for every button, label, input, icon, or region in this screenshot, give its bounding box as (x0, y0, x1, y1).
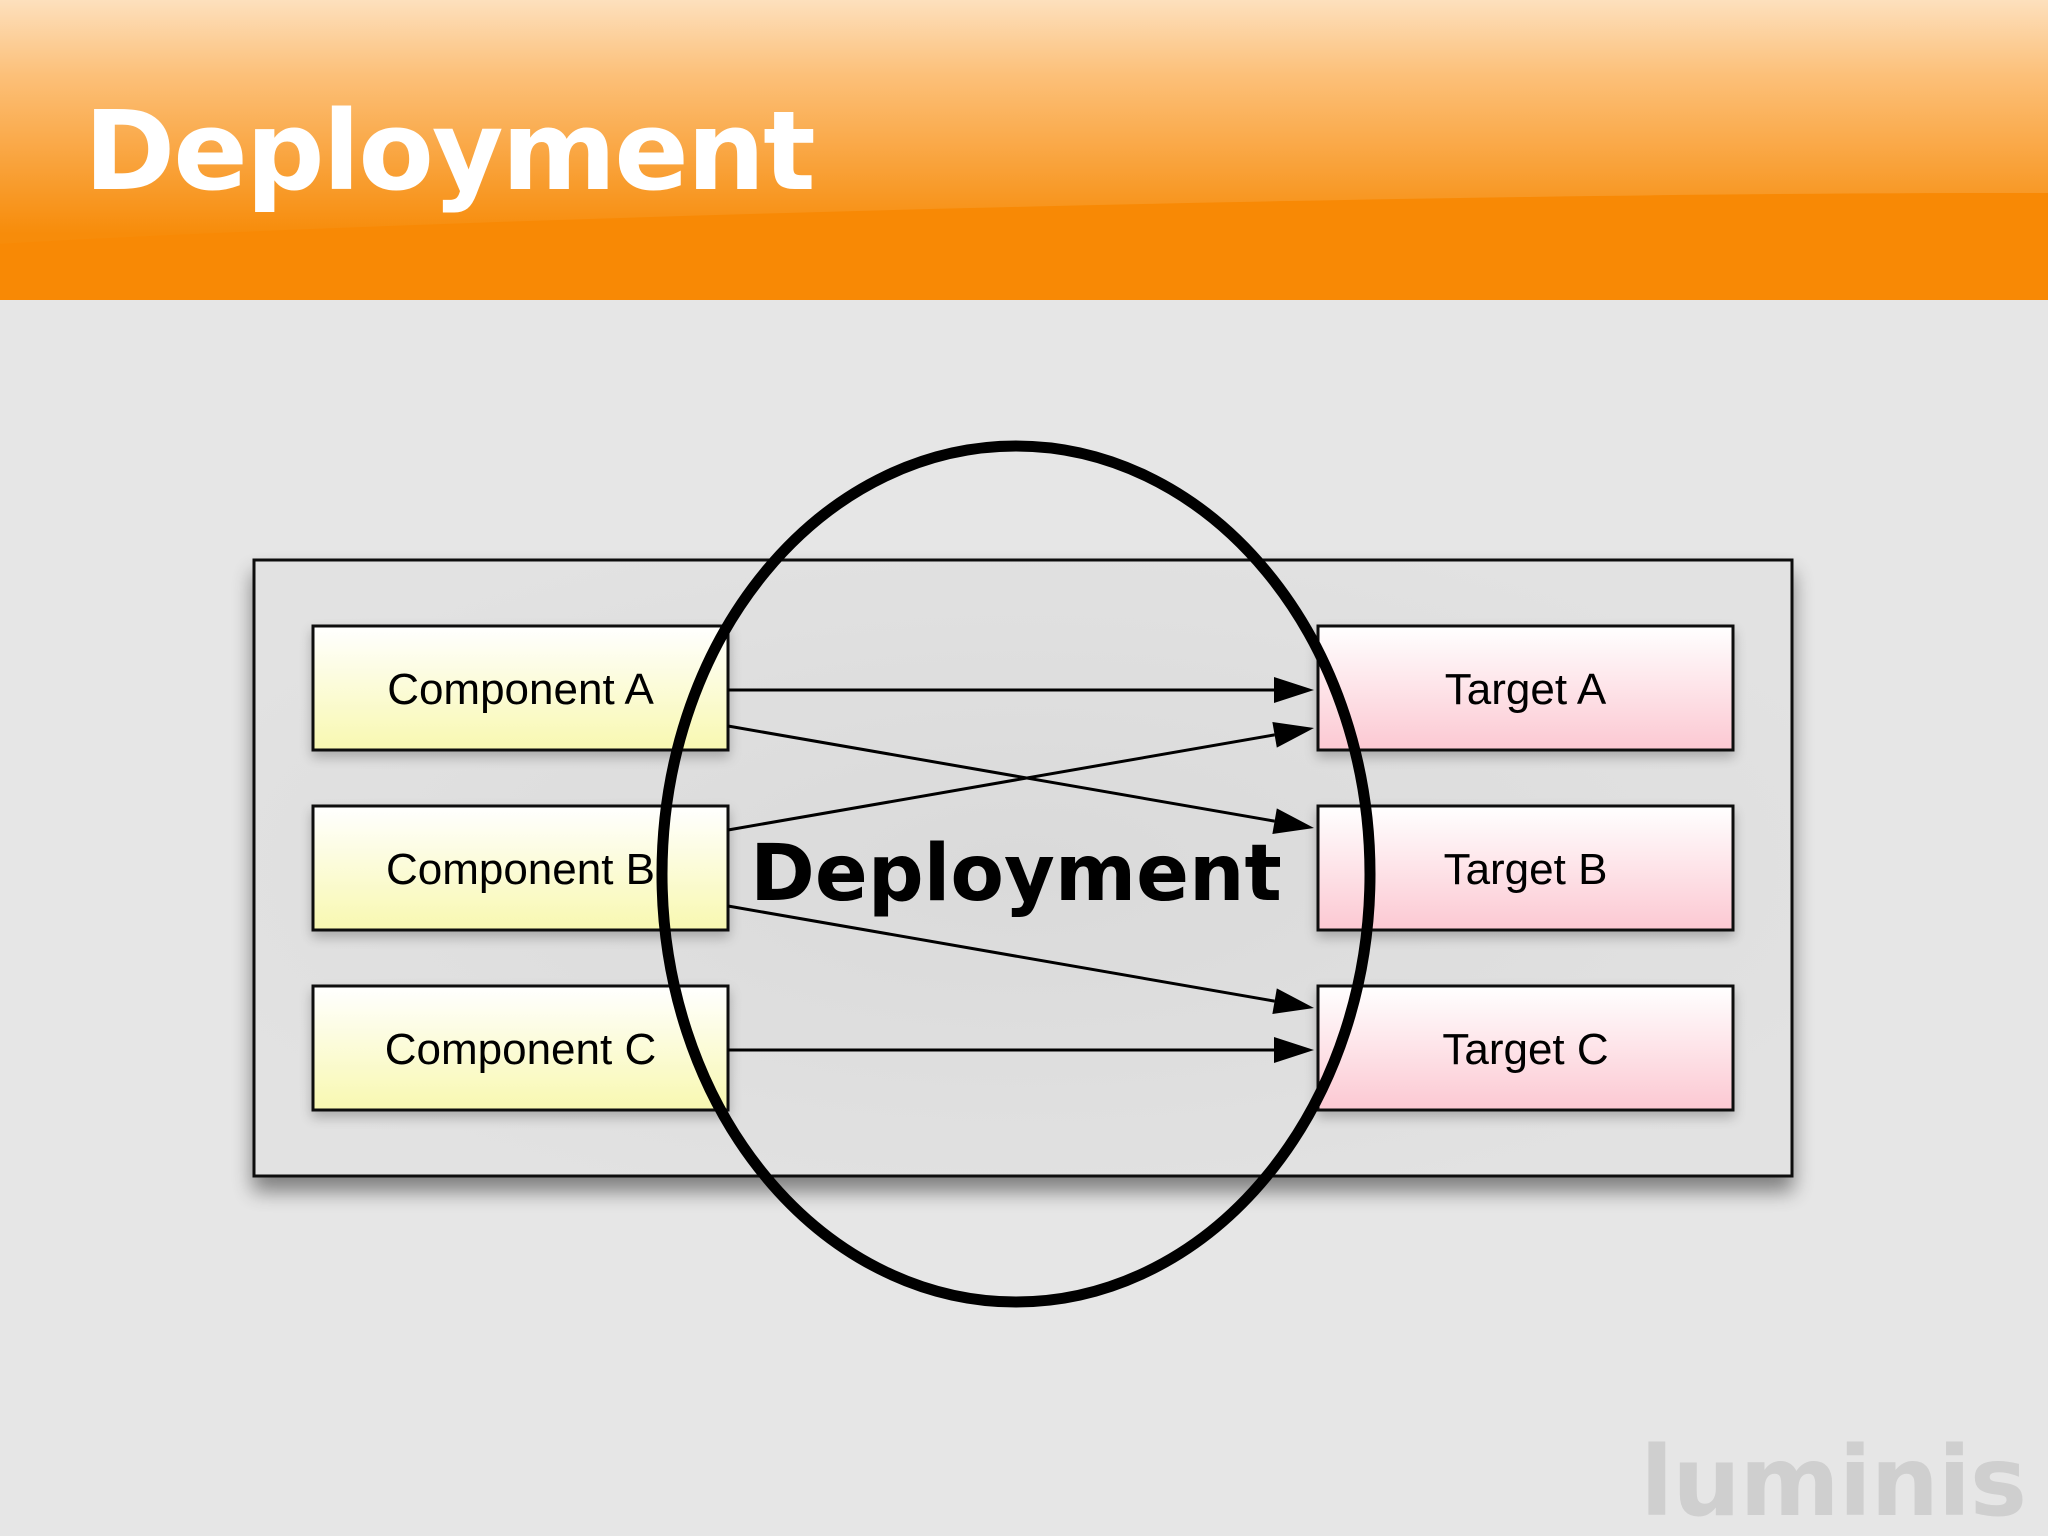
component-a-box-rect (311, 624, 730, 752)
arrow-component-a-to-target-b (727, 724, 1314, 834)
arrow-line (727, 724, 1275, 823)
header-band: Deployment (0, 0, 2048, 300)
component-a-box: Component A (311, 624, 730, 752)
arrowhead-icon (1272, 988, 1314, 1014)
deployment-center-label: Deployment (750, 829, 1282, 919)
target-a-box: Target A (1316, 624, 1735, 752)
target-b-box-rect (1316, 804, 1735, 932)
component-c-box-label: Component C (385, 1025, 656, 1074)
component-c-box: Component C (311, 984, 730, 1112)
target-a-box-rect (1316, 624, 1735, 752)
arrow-component-b-to-target-a (727, 722, 1314, 832)
arrowhead-icon (1272, 722, 1314, 748)
arrow-line (727, 733, 1275, 832)
deployment-ellipse (656, 440, 1376, 1308)
arrowhead-icon (1274, 1037, 1314, 1063)
arrow-component-a-to-target-a (728, 677, 1314, 703)
arrow-component-c-to-target-c (728, 1037, 1314, 1063)
luminis-logo: luminis (1640, 1426, 2027, 1536)
arrow-line (727, 904, 1275, 1003)
arrowhead-icon (1274, 677, 1314, 703)
target-b-box: Target B (1316, 804, 1735, 932)
slide-title: Deployment (84, 87, 816, 215)
target-a-box-label: Target A (1445, 665, 1607, 714)
target-b-box-label: Target B (1444, 845, 1608, 894)
component-b-box-label: Component B (386, 845, 655, 894)
target-c-box-label: Target C (1442, 1025, 1608, 1074)
component-a-box-label: Component A (387, 665, 654, 714)
component-c-box-rect (311, 984, 730, 1112)
target-c-box: Target C (1316, 984, 1735, 1112)
target-c-box-rect (1316, 984, 1735, 1112)
arrow-component-b-to-target-c (727, 904, 1314, 1014)
arrowhead-icon (1272, 808, 1314, 834)
